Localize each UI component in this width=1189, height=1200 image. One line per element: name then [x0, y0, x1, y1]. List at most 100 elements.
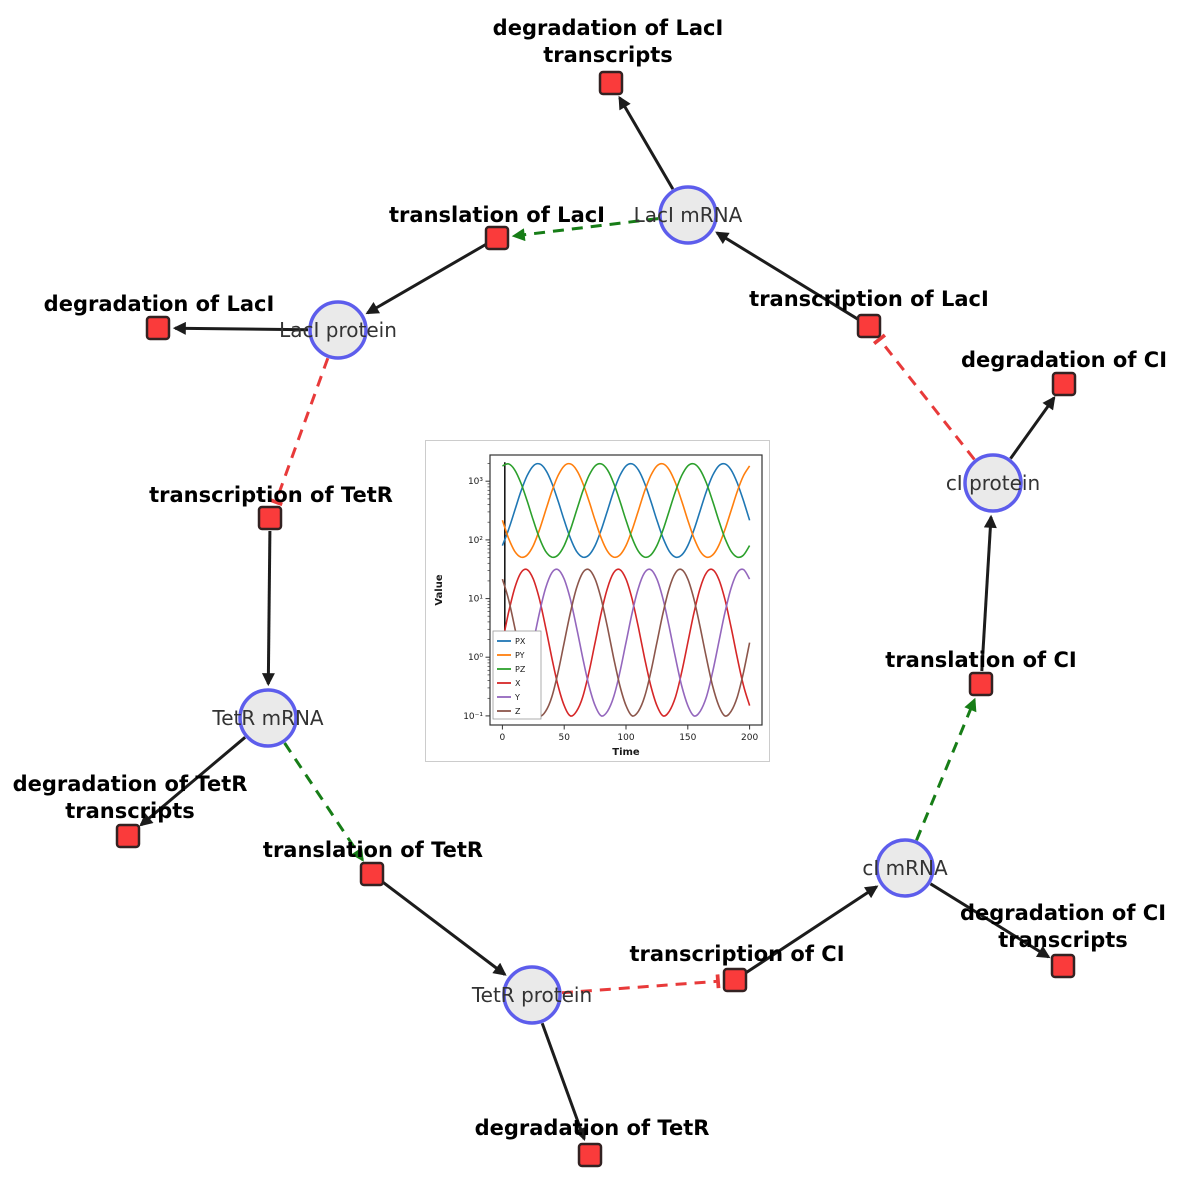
reaction-node-translation-tetr: translation of TetR: [263, 838, 483, 887]
species-label: cI mRNA: [862, 856, 948, 880]
reaction-square: [856, 313, 882, 339]
edge-consumption-ci-mrna-to-deg-ci-transcripts: [929, 882, 1051, 959]
reaction-label: transcription of LacI: [749, 287, 989, 311]
legend-box: [492, 630, 542, 720]
reaction-label: degradation of CI: [961, 348, 1167, 372]
reaction-label: degradation of TetR: [13, 772, 248, 796]
species-circle: [875, 838, 935, 898]
edge-modifier-laci-mrna-to-translation-laci: [511, 217, 659, 242]
edge-inhibition-tetr-protein-to-transcription-ci: [561, 974, 721, 995]
species-circle: [308, 300, 368, 360]
edge-production-translation-tetr-to-tetr-protein: [381, 880, 507, 976]
y-tick-label: 10⁰: [468, 653, 483, 663]
x-tick-label: 0: [500, 733, 506, 743]
reaction-square: [722, 967, 748, 993]
edge-modifier-ci-mrna-to-translation-ci: [915, 697, 977, 841]
edge-production-translation-laci-to-laci-protein: [365, 243, 487, 315]
reaction-label: transcription of TetR: [149, 483, 393, 507]
reaction-label: translation of LacI: [389, 203, 605, 227]
reaction-label: transcripts: [543, 43, 673, 67]
y-axis-label: Value: [434, 574, 445, 605]
reaction-square: [1051, 371, 1077, 397]
plot-frame: [489, 454, 763, 726]
series-line-Y: [501, 568, 751, 717]
legend-label-PY: PY: [515, 651, 525, 660]
edge-modifier-tetr-mrna-to-translation-tetr: [283, 742, 364, 862]
reaction-square: [968, 671, 994, 697]
x-tick-label: 200: [741, 733, 758, 743]
reaction-label: degradation of CI: [960, 901, 1166, 925]
series-line-PX: [501, 462, 751, 559]
species-label: LacI mRNA: [634, 203, 743, 227]
reaction-square: [257, 505, 283, 531]
y-tick-label: 10²: [468, 536, 483, 546]
reaction-node-deg-laci-transcripts: degradation of LacI transcripts: [493, 16, 724, 96]
legend-label-PZ: PZ: [515, 665, 526, 674]
species-label: cI protein: [946, 471, 1040, 495]
species-node-tetr-protein: TetR protein: [471, 965, 592, 1025]
species-node-ci-mrna: cI mRNA: [862, 838, 948, 898]
x-tick-label: 100: [617, 733, 634, 743]
edge-consumption-ci-protein-to-deg-ci: [1009, 396, 1056, 460]
series-line-X: [501, 568, 751, 717]
reaction-node-deg-laci: degradation of LacI: [44, 292, 275, 341]
y-tick-label: 10³: [468, 477, 483, 487]
species-node-ci-protein: cI protein: [946, 453, 1040, 513]
species-circle: [238, 688, 298, 748]
reaction-node-transcription-tetr: transcription of TetR: [149, 483, 393, 531]
reaction-square: [359, 861, 385, 887]
reaction-square: [484, 225, 510, 251]
species-label: TetR mRNA: [211, 706, 324, 730]
reaction-label: degradation of TetR: [475, 1116, 710, 1140]
species-circle: [658, 185, 718, 245]
edge-inhibition-laci-protein-to-transcription-tetr: [268, 357, 330, 507]
reaction-square: [145, 315, 171, 341]
reaction-square: [598, 70, 624, 96]
reaction-label: translation of CI: [885, 648, 1076, 672]
reaction-square: [1050, 953, 1076, 979]
reaction-node-deg-ci: degradation of CI: [961, 348, 1167, 397]
reaction-label: transcripts: [998, 928, 1128, 952]
y-tick-label: 10¹: [468, 595, 483, 605]
reaction-label: translation of TetR: [263, 838, 483, 862]
reaction-node-deg-tetr: degradation of TetR: [475, 1116, 710, 1168]
legend-label-PX: PX: [515, 637, 526, 646]
reaction-node-translation-ci: translation of CI: [885, 648, 1077, 697]
reaction-label: transcripts: [65, 799, 195, 823]
series-line-PY: [501, 462, 751, 559]
legend-label-Z: Z: [515, 707, 521, 716]
reaction-node-deg-ci-transcripts: degradation of CI transcripts: [960, 901, 1166, 979]
species-label: TetR protein: [471, 983, 592, 1007]
x-tick-label: 150: [679, 733, 696, 743]
reaction-node-translation-laci: translation of LacI: [389, 203, 605, 251]
reaction-node-transcription-laci: transcription of LacI: [749, 287, 989, 339]
reaction-node-transcription-ci: transcription of CI: [629, 942, 845, 993]
reaction-square: [577, 1142, 603, 1168]
edge-inhibition-ci-protein-to-transcription-laci: [872, 333, 976, 461]
x-tick-label: 50: [558, 733, 570, 743]
y-tick-label: 10⁻¹: [463, 712, 483, 722]
reaction-label: degradation of LacI: [493, 16, 724, 40]
edge-consumption-tetr-protein-to-deg-tetr: [540, 1022, 587, 1142]
legend-label-Y: Y: [514, 693, 520, 702]
species-label: LacI protein: [279, 318, 397, 342]
edge-consumption-tetr-mrna-to-deg-tetr-transcripts: [139, 736, 247, 827]
reaction-label: degradation of LacI: [44, 292, 275, 316]
species-circle: [963, 453, 1023, 513]
legend-label-X: X: [515, 679, 521, 688]
edge-consumption-laci-protein-to-deg-laci: [172, 321, 309, 335]
edge-production-transcription-tetr-to-tetr-mrna: [261, 530, 275, 687]
edge-consumption-laci-mrna-to-deg-laci-transcripts: [618, 95, 675, 190]
edge-production-transcription-laci-to-laci-mrna: [715, 231, 859, 321]
edge-production-transcription-ci-to-ci-mrna: [745, 885, 879, 975]
reaction-square: [115, 823, 141, 849]
edge-production-translation-ci-to-ci-protein: [980, 514, 997, 672]
species-node-tetr-mrna: TetR mRNA: [211, 688, 324, 748]
species-node-laci-mrna: LacI mRNA: [634, 185, 743, 245]
species-node-laci-protein: LacI protein: [279, 300, 397, 360]
reaction-node-deg-tetr-transcripts: degradation of TetR transcripts: [13, 772, 248, 849]
